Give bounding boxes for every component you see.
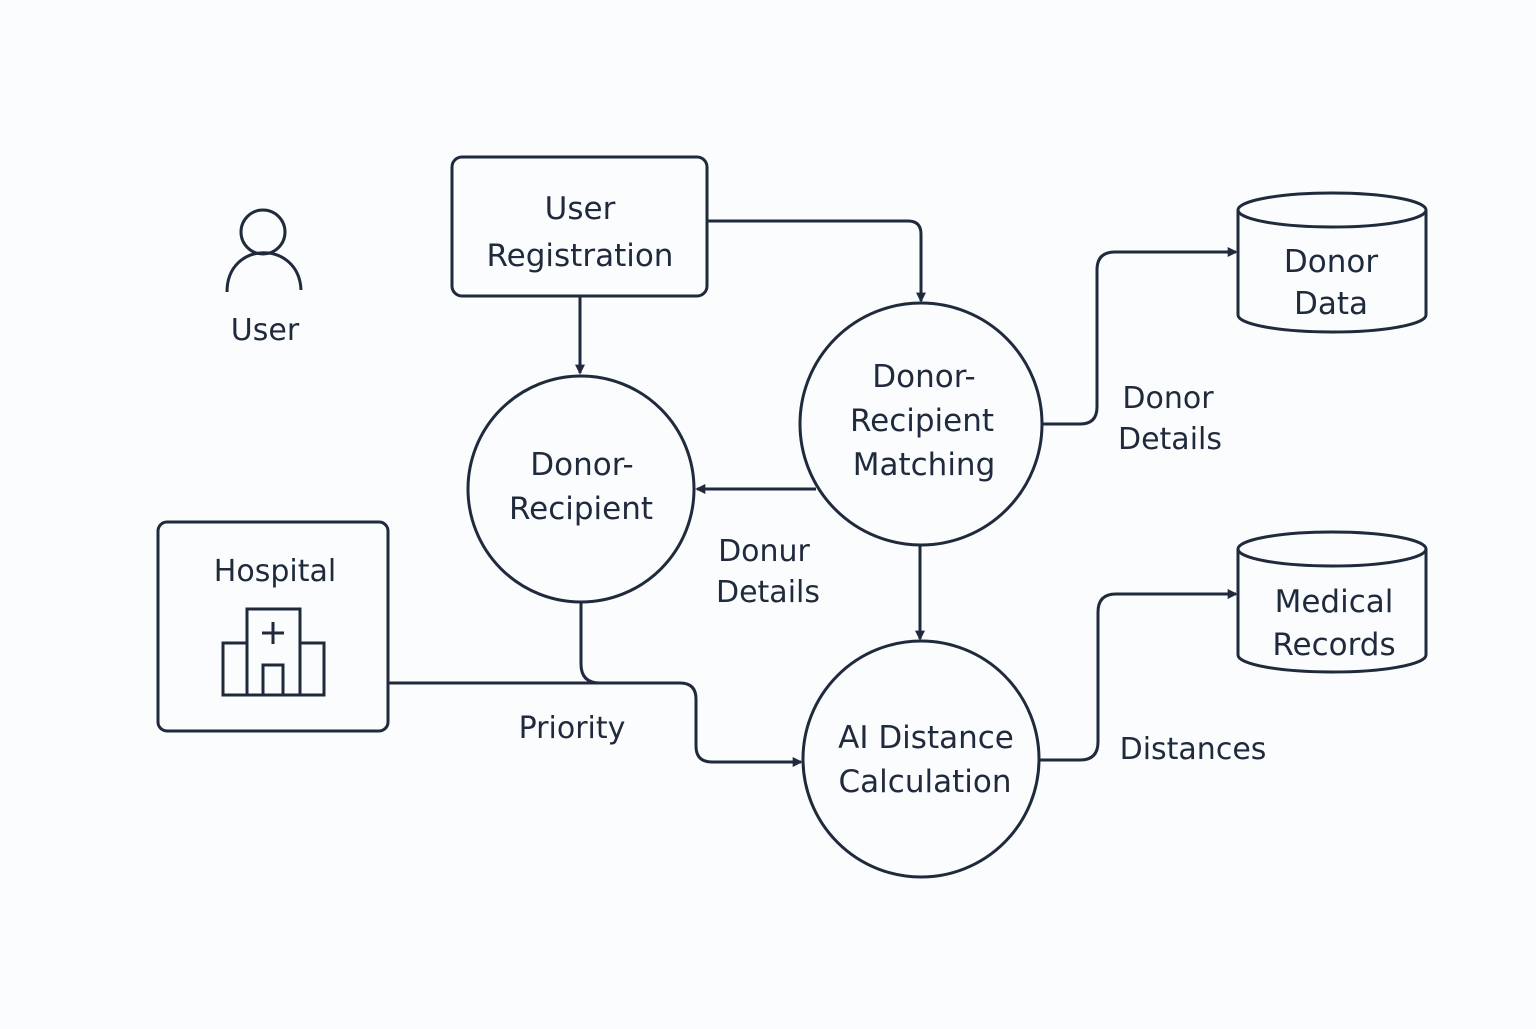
hospital-label: Hospital	[214, 554, 336, 589]
hospital-entity[interactable]: Hospital	[156, 520, 390, 733]
registration-to-matching-arrow	[707, 219, 926, 303]
donor-details-flow-label-line2: Details	[1118, 422, 1222, 457]
hospital-building-icon	[221, 607, 326, 697]
user-registration-box[interactable]: User Registration	[450, 155, 709, 298]
user-registration-label-line1: User	[545, 191, 616, 227]
matching-label-line1: Donor-	[872, 359, 975, 395]
donor-recipient-process[interactable]: Donor- Recipient	[466, 374, 696, 604]
ai-distance-calculation-process[interactable]: AI Distance Calculation	[801, 639, 1041, 879]
medical-records-label-line1: Medical	[1275, 584, 1394, 620]
user-registration-label-line2: Registration	[487, 238, 674, 274]
distances-flow-label: Distances	[1120, 732, 1267, 767]
ai-distance-label-line1: AI Distance	[838, 720, 1014, 756]
donor-data-label-line1: Donor	[1284, 244, 1378, 280]
ai-distance-label-line2: Calculation	[839, 764, 1012, 800]
donur-details-flow-label-line1: Donur	[718, 534, 810, 569]
donor-data-label-line2: Data	[1294, 286, 1368, 322]
donor-recipient-to-priority-line	[579, 602, 601, 685]
priority-flow-label: Priority	[519, 711, 626, 746]
donor-recipient-matching-process[interactable]: Donor- Recipient Matching	[798, 301, 1044, 547]
donor-recipient-label-line2: Recipient	[509, 491, 653, 527]
matching-label-line2: Recipient	[850, 403, 994, 439]
user-entity[interactable]: User	[225, 208, 303, 348]
ai-distance-to-medical-records-arrow	[1040, 589, 1238, 762]
donor-details-flow-label-line1: Donor	[1122, 381, 1214, 416]
hospital-to-ai-distance-arrow	[388, 681, 803, 767]
donor-data-store[interactable]: Donor Data	[1236, 191, 1428, 334]
medical-records-label-line2: Records	[1272, 627, 1395, 663]
donor-recipient-label-line1: Donor-	[530, 447, 633, 483]
matching-label-line3: Matching	[853, 447, 996, 483]
user-label: User	[231, 313, 300, 348]
medical-records-store[interactable]: Medical Records	[1236, 530, 1428, 674]
user-icon	[225, 208, 303, 293]
matching-to-donor-data-arrow	[1043, 247, 1238, 426]
donur-details-flow-label-line2: Details	[716, 575, 820, 610]
